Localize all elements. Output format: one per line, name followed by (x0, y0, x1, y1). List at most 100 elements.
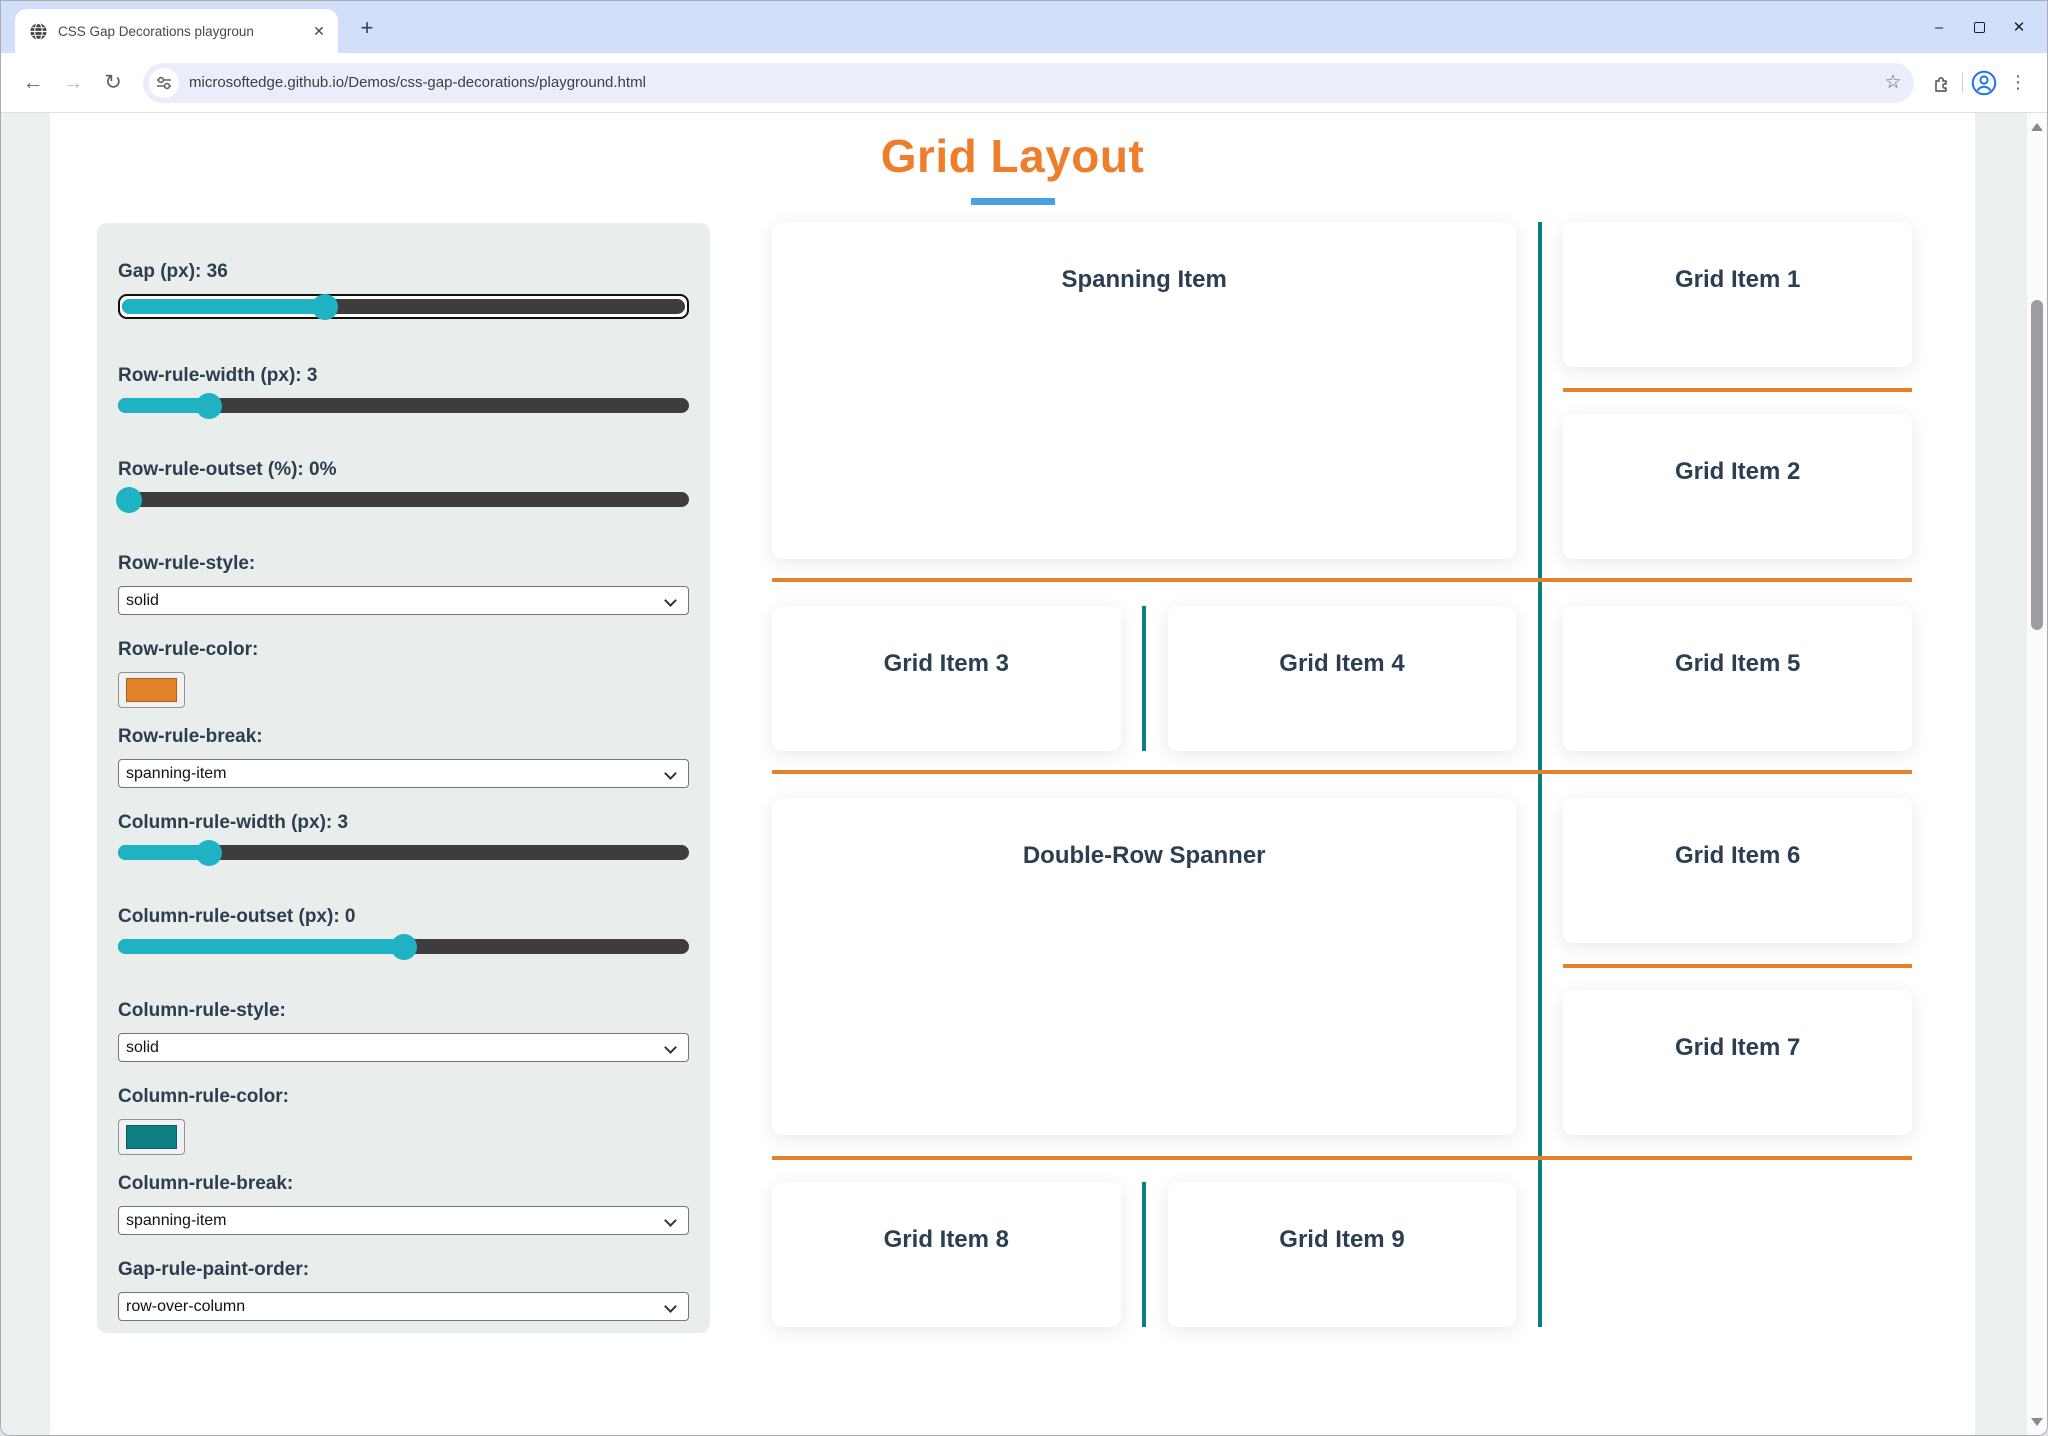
chevron-down-icon (664, 1041, 677, 1054)
row-rule-outset-thumb[interactable] (116, 486, 143, 513)
gap-slider-fill (122, 299, 325, 314)
row-rule-break-control: Row-rule-break: spanning-item (118, 726, 689, 788)
extensions-puzzle-icon (1935, 76, 1947, 92)
new-tab-button[interactable]: + (360, 15, 374, 40)
chevron-down-icon (664, 1300, 677, 1313)
close-window-button[interactable]: ✕ (2012, 19, 2026, 36)
column-rule-style-select[interactable]: solid (118, 1033, 689, 1062)
row-rule-style-select[interactable]: solid (118, 586, 689, 615)
grid-item-6: Grid Item 6 (1563, 798, 1912, 943)
row-rule-width-thumb[interactable] (196, 392, 223, 419)
column-rule-break-label: Column-rule-break: (118, 1173, 294, 1194)
column-rule-style-control: Column-rule-style: solid (118, 1000, 689, 1062)
gap-slider-focus-ring (118, 293, 689, 320)
site-info-button[interactable] (149, 67, 179, 98)
chevron-down-icon (664, 767, 677, 780)
column-rule-color-label: Column-rule-color: (118, 1086, 289, 1107)
scroll-down-icon (2031, 1418, 2043, 1426)
row-rule-full-3 (772, 1156, 1912, 1160)
grid-item-spanning: Spanning Item (772, 222, 1517, 559)
menu-kebab-icon[interactable]: ⋮ (2009, 72, 2027, 92)
column-rule-outset-thumb[interactable] (390, 933, 417, 960)
grid-container: Spanning Item Grid Item 1 Grid Item 2 Gr… (772, 222, 1912, 1327)
column-rule-outset-control: Column-rule-outset (px): 0 (118, 906, 689, 960)
gap-rule-paint-order-value: row-over-column (126, 1297, 246, 1315)
column-rule-style-value: solid (126, 1038, 159, 1056)
row-rule-break-value: spanning-item (126, 764, 227, 782)
controls-panel: Gap (px): 36 Row-rule-width (px): 3 (97, 223, 710, 1333)
grid-playground: Spanning Item Grid Item 1 Grid Item 2 Gr… (772, 222, 1912, 1327)
row-rule-width-control: Row-rule-width (px): 3 (118, 365, 689, 419)
row-rule-width-slider[interactable] (118, 392, 689, 419)
page-title: Grid Layout (880, 130, 1145, 182)
row-rule-style-control: Row-rule-style: solid (118, 553, 689, 615)
column-rule-color-control: Column-rule-color: (118, 1086, 689, 1155)
row-rule-right-col-1 (1563, 388, 1912, 392)
tab-close-icon[interactable]: ✕ (313, 22, 325, 39)
avatar-person-icon (1971, 70, 1997, 95)
reload-button[interactable]: ↻ (104, 71, 122, 94)
globe-favicon-icon (30, 22, 47, 40)
row-rule-color-label: Row-rule-color: (118, 639, 259, 660)
row-rule-full-1 (772, 578, 1912, 582)
row-rule-width-label: Row-rule-width (px): 3 (118, 365, 318, 386)
column-rule-row6 (1142, 1182, 1146, 1327)
address-bar[interactable]: microsoftedge.github.io/Demos/css-gap-de… (143, 62, 1914, 103)
chevron-down-icon (664, 594, 677, 607)
grid-item-7: Grid Item 7 (1563, 990, 1912, 1135)
scroll-down-button[interactable] (2027, 1410, 2047, 1434)
grid-item-2: Grid Item 2 (1563, 414, 1912, 559)
column-rule-row3 (1142, 606, 1146, 751)
page-main: Grid Layout Gap (px): 36 Row-rule-width … (50, 113, 1975, 1435)
column-rule-style-label: Column-rule-style: (118, 1000, 286, 1021)
column-rule-width-control: Column-rule-width (px): 3 (118, 812, 689, 866)
column-rule-outset-slider[interactable] (118, 933, 689, 960)
forward-button[interactable]: → (62, 70, 84, 94)
scroll-up-button[interactable] (2027, 115, 2047, 139)
row-rule-break-label: Row-rule-break: (118, 726, 263, 747)
bookmark-star-icon[interactable]: ☆ (1884, 72, 1902, 93)
column-rule-width-slider[interactable] (118, 839, 689, 866)
toolbar-divider (1962, 72, 1963, 93)
vertical-scrollbar[interactable] (2026, 113, 2047, 1435)
gap-rule-paint-order-control: Gap-rule-paint-order: row-over-column (118, 1259, 689, 1321)
browser-tab[interactable]: CSS Gap Decorations playgroun ✕ (15, 9, 338, 53)
row-rule-color-control: Row-rule-color: (118, 639, 689, 708)
gap-label: Gap (px): 36 (118, 261, 228, 282)
chevron-down-icon (664, 1214, 677, 1227)
column-rule-outset-label: Column-rule-outset (px): 0 (118, 906, 356, 927)
extensions-button[interactable] (1924, 66, 1958, 100)
column-rule-break-select[interactable]: spanning-item (118, 1206, 689, 1235)
row-rule-color-picker[interactable] (118, 672, 185, 708)
row-rule-style-label: Row-rule-style: (118, 553, 256, 574)
gap-slider-thumb[interactable] (311, 293, 338, 320)
back-button[interactable]: ← (22, 70, 44, 94)
tune-icon (157, 76, 171, 89)
row-rule-break-select[interactable]: spanning-item (118, 759, 689, 788)
row-rule-outset-control: Row-rule-outset (%): 0% (116, 459, 689, 513)
gap-slider[interactable] (122, 293, 685, 320)
grid-item-5: Grid Item 5 (1563, 606, 1912, 751)
row-rule-right-col-2 (1563, 964, 1912, 968)
column-rule-color-picker[interactable] (118, 1119, 185, 1155)
row-rule-outset-slider[interactable] (116, 486, 689, 513)
row-rule-width-fill (118, 398, 210, 413)
column-rule-break-value: spanning-item (126, 1211, 227, 1229)
window-controls: – ✕ (1919, 1, 2039, 53)
grid-item-9: Grid Item 9 (1167, 1182, 1517, 1327)
grid-item-4: Grid Item 4 (1167, 606, 1517, 751)
scrollbar-thumb[interactable] (2031, 300, 2043, 630)
row-rule-color-chip (126, 678, 177, 702)
profile-avatar[interactable] (1967, 66, 2001, 100)
column-rule-width-thumb[interactable] (196, 839, 223, 866)
maximize-button[interactable] (1959, 10, 1999, 44)
gap-rule-paint-order-select[interactable]: row-over-column (118, 1292, 689, 1321)
grid-item-8: Grid Item 8 (772, 1182, 1121, 1327)
column-rule-break-control: Column-rule-break: spanning-item (118, 1173, 689, 1235)
minimize-button[interactable]: – (1934, 18, 1944, 36)
url-text[interactable]: microsoftedge.github.io/Demos/css-gap-de… (189, 74, 646, 91)
page-viewport: Grid Layout Gap (px): 36 Row-rule-width … (1, 113, 2047, 1435)
browser-toolbar: ← → ↻ microsoftedge.github.io/Demos/css-… (1, 53, 2047, 113)
maximize-icon (1973, 21, 1985, 33)
